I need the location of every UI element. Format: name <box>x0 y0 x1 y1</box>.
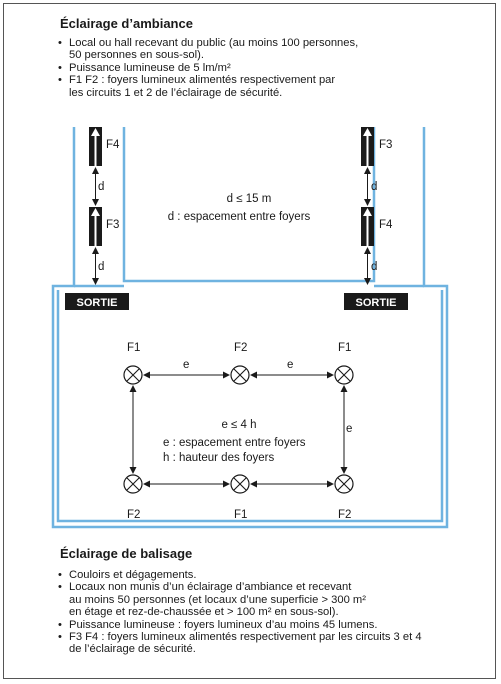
hall-rule: e ≤ 4 h <box>221 419 256 431</box>
ambiance-title: Éclairage d’ambiance <box>60 16 193 31</box>
label-left-d2: d <box>98 261 104 273</box>
balisage-bullet-4: F3 F4 : foyers lumineux alimentés respec… <box>58 631 422 656</box>
label-hall-bottom-mid: F1 <box>234 509 247 521</box>
label-hall-top-left: F1 <box>127 342 140 354</box>
hall-inner-wall <box>56 290 444 523</box>
hall-arrows <box>132 374 345 485</box>
inner-wall <box>122 127 376 283</box>
walls <box>51 127 449 529</box>
exit-right-label: SORTIE <box>356 297 397 309</box>
exit-sign-right <box>344 293 408 310</box>
ambiance-bullet-1: Local ou hall recevant du public (au moi… <box>58 37 358 62</box>
label-e-top-right: e <box>287 359 293 371</box>
hall-def-e: e : espacement entre foyers <box>163 437 306 449</box>
balisage-bullet-3: Puissance lumineuse : foyers lumineux d’… <box>58 619 422 632</box>
label-hall-bottom-left: F2 <box>127 509 140 521</box>
label-e-top-left: e <box>183 359 189 371</box>
outer-wall <box>51 127 449 529</box>
label-left-d1: d <box>98 181 104 193</box>
label-hall-bottom-right: F2 <box>338 509 351 521</box>
ambiance-bullets: Local ou hall recevant du public (au moi… <box>58 37 358 99</box>
label-right-d2: d <box>371 261 377 273</box>
label-e-right: e <box>346 423 352 435</box>
label-hall-top-right: F1 <box>338 342 351 354</box>
label-left-top: F4 <box>106 139 120 151</box>
hall-def-h: h : hauteur des foyers <box>163 452 274 464</box>
ambiance-bullet-3: F1 F2 : foyers lumineux alimentés respec… <box>58 74 358 99</box>
corridor-def: d : espacement entre foyers <box>168 211 311 223</box>
label-left-bottom: F3 <box>106 219 119 231</box>
figure-frame <box>3 3 496 679</box>
label-right-bottom: F4 <box>379 219 393 231</box>
exit-sign-left <box>65 293 129 310</box>
balisage-bullets: Couloirs et dégagements. Locaux non muni… <box>58 569 422 656</box>
right-column: F3 F4 d d <box>361 127 393 285</box>
exit-left-label: SORTIE <box>77 297 118 309</box>
label-right-d1: d <box>371 181 377 193</box>
balisage-bullet-2: Locaux non munis d’un éclairage d’ambian… <box>58 581 422 618</box>
fixture-crosses <box>126 368 351 491</box>
balisage-title: Éclairage de balisage <box>60 546 193 561</box>
balisage-bullet-1: Couloirs et dégagements. <box>58 569 422 582</box>
ambiance-bullet-2: Puissance lumineuse de 5 lm/m² <box>58 62 358 75</box>
corridor-rule: d ≤ 15 m <box>227 193 272 205</box>
label-right-top: F3 <box>379 139 392 151</box>
label-hall-top-mid: F2 <box>234 342 247 354</box>
left-column: F4 F3 d d <box>89 127 120 285</box>
